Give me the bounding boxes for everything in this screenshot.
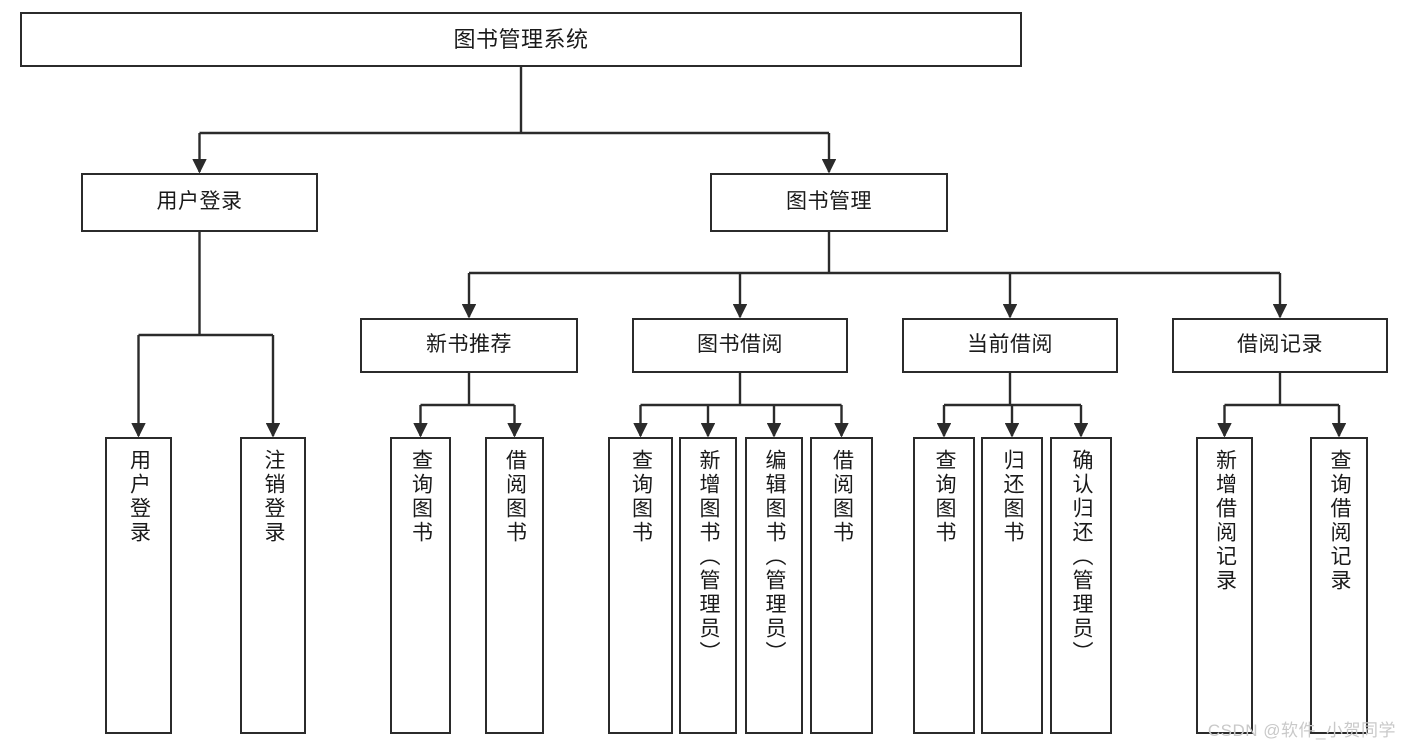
node-label: 图书管理	[786, 190, 872, 214]
node-current-borrow[interactable]: 当前借阅	[902, 318, 1118, 373]
node-label: 用户登录	[127, 449, 151, 545]
node-label: 新增借阅记录	[1213, 449, 1237, 593]
node-user-login[interactable]: 用户登录	[81, 173, 318, 232]
node-label: 查询图书	[629, 449, 653, 545]
node-leaf-return-book[interactable]: 归还图书	[981, 437, 1043, 734]
node-leaf-borrow-book-1[interactable]: 借阅图书	[485, 437, 544, 734]
node-label: 注销登录	[262, 449, 286, 545]
node-borrow-record[interactable]: 借阅记录	[1172, 318, 1388, 373]
node-label: 查询图书	[409, 449, 433, 545]
node-label: 确认归还（管理员）	[1070, 449, 1094, 665]
node-label: 借阅图书	[830, 449, 854, 545]
node-book-manage[interactable]: 图书管理	[710, 173, 948, 232]
node-label: 借阅记录	[1237, 333, 1323, 357]
node-leaf-user-logout[interactable]: 注销登录	[240, 437, 306, 734]
node-label: 编辑图书（管理员）	[763, 449, 787, 665]
node-root[interactable]: 图书管理系统	[20, 12, 1022, 67]
node-book-borrow[interactable]: 图书借阅	[632, 318, 848, 373]
node-leaf-query-book-2[interactable]: 查询图书	[608, 437, 673, 734]
node-leaf-query-book-3[interactable]: 查询图书	[913, 437, 975, 734]
watermark: CSDN @软件_小贺同学	[1207, 721, 1396, 740]
node-leaf-query-record[interactable]: 查询借阅记录	[1310, 437, 1368, 734]
node-label: 图书管理系统	[453, 26, 589, 52]
node-label: 图书借阅	[697, 333, 783, 357]
node-new-book-rec[interactable]: 新书推荐	[360, 318, 578, 373]
node-label: 用户登录	[156, 190, 243, 214]
node-label: 查询借阅记录	[1328, 449, 1352, 593]
node-leaf-borrow-book-2[interactable]: 借阅图书	[810, 437, 873, 734]
node-label: 借阅图书	[503, 449, 527, 545]
node-label: 归还图书	[1001, 449, 1025, 545]
node-leaf-edit-book[interactable]: 编辑图书（管理员）	[745, 437, 803, 734]
node-leaf-user-login[interactable]: 用户登录	[105, 437, 172, 734]
node-leaf-add-book[interactable]: 新增图书（管理员）	[679, 437, 737, 734]
node-label: 新增图书（管理员）	[697, 449, 721, 665]
node-label: 新书推荐	[426, 333, 512, 357]
node-label: 当前借阅	[967, 333, 1053, 357]
node-leaf-add-record[interactable]: 新增借阅记录	[1196, 437, 1253, 734]
node-leaf-query-book-1[interactable]: 查询图书	[390, 437, 451, 734]
node-leaf-confirm-return[interactable]: 确认归还（管理员）	[1050, 437, 1112, 734]
node-label: 查询图书	[933, 449, 957, 545]
